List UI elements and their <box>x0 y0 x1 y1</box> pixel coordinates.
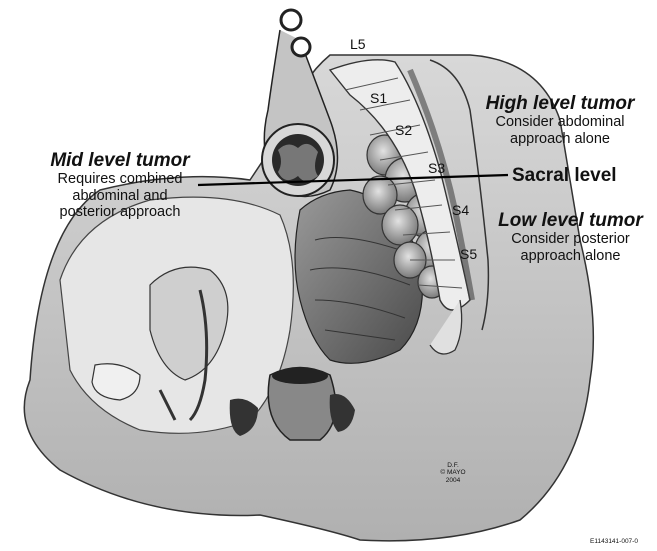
high-level-line1: Consider abdominal <box>470 114 650 130</box>
low-level-label: Low level tumor Consider posterior appro… <box>488 210 653 264</box>
sacral-level-label: Sacral level <box>512 165 652 186</box>
credit-owner: © MAYO <box>438 469 468 476</box>
mid-level-line2: abdominal and <box>20 188 220 204</box>
mid-level-line3: posterior approach <box>20 204 220 220</box>
low-level-line1: Consider posterior <box>488 231 653 247</box>
vertebra-s5: S5 <box>460 246 477 262</box>
colon-mucosa-folds <box>278 144 318 181</box>
colon-lumen-top <box>281 10 301 30</box>
vertebra-l5: L5 <box>350 36 366 52</box>
vertebra-s3: S3 <box>428 160 445 176</box>
anal-opening <box>272 368 328 384</box>
figure-code: E1143141-007-0 <box>590 538 638 545</box>
mid-level-line1: Requires combined <box>20 171 220 187</box>
vertebra-s2: S2 <box>395 122 412 138</box>
low-level-line2: approach alone <box>488 248 653 264</box>
credit-year: 2004 <box>438 477 468 484</box>
vertebra-s1: S1 <box>370 90 387 106</box>
illustration-credit: D.F. © MAYO 2004 <box>438 462 468 484</box>
mid-level-label: Mid level tumor Requires combined abdomi… <box>20 150 220 220</box>
vertebra-s4: S4 <box>452 202 469 218</box>
high-level-label: High level tumor Consider abdominal appr… <box>470 93 650 147</box>
sacral-level-text: Sacral level <box>512 165 617 186</box>
colon-lumen-second <box>292 38 310 56</box>
high-level-heading: High level tumor <box>470 93 650 114</box>
high-level-line2: approach alone <box>470 131 650 147</box>
mid-level-heading: Mid level tumor <box>20 150 220 171</box>
low-level-heading: Low level tumor <box>488 210 653 231</box>
